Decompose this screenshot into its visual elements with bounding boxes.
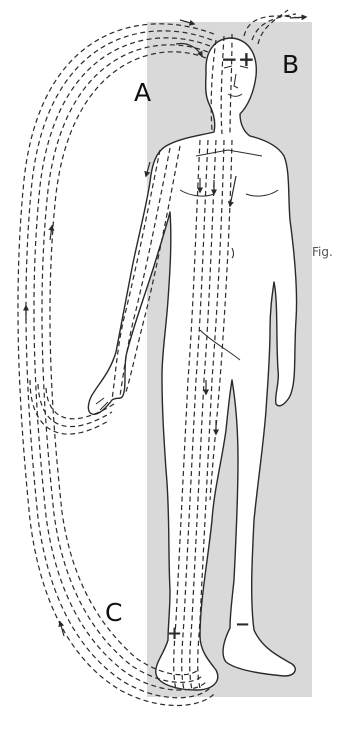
label-b: B — [282, 52, 299, 77]
left-foot-minus-sign: − — [235, 614, 250, 635]
right-foot-plus-sign: + — [167, 623, 182, 644]
arrow-left-up-2 — [50, 226, 52, 240]
arrow-head-out — [290, 17, 306, 18]
figure-caption: Fig. — [312, 246, 333, 258]
label-c: C — [105, 600, 122, 625]
head-plus-sign: + — [238, 47, 255, 71]
label-a: A — [134, 80, 151, 105]
head-minus-sign: − — [221, 47, 238, 71]
